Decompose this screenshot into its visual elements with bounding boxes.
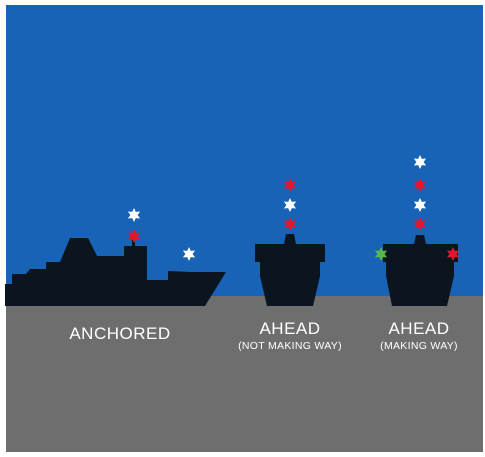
- label-anchored: ANCHORED: [69, 324, 170, 343]
- sublabel-making-way: (MAKING WAY): [380, 340, 458, 352]
- ahead-ship-not-making-way: [255, 234, 325, 306]
- ahead-ship-making-way: [383, 235, 458, 306]
- label-ahead-not-making-way: AHEAD: [259, 319, 320, 338]
- label-ahead-making-way: AHEAD: [388, 319, 449, 338]
- sublabel-not-making-way: (NOT MAKING WAY): [238, 340, 342, 352]
